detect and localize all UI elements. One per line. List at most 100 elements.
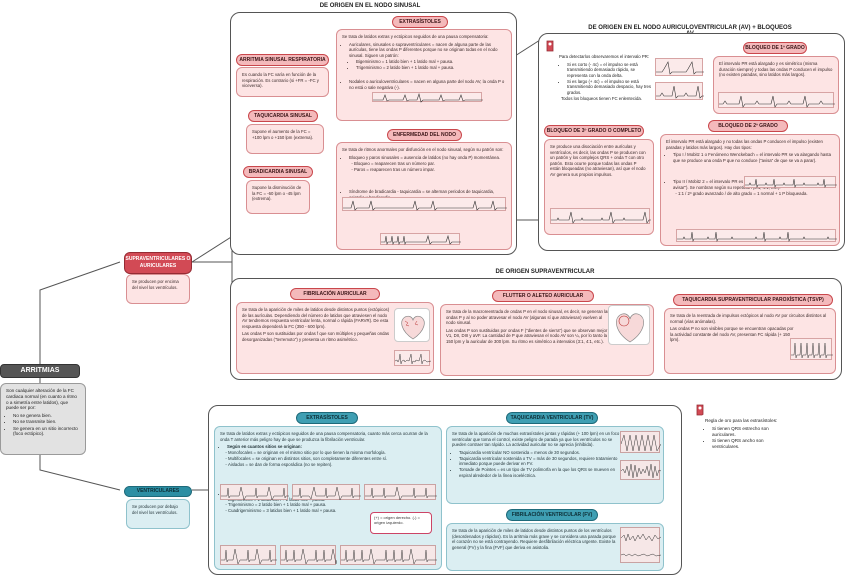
extrasistoles-ventr-patron-item: Cuadrigeminismo = 3 latidos bien + 1 lat… bbox=[228, 508, 370, 514]
bloqueo-2-intro: El intervalo PR está alargado y no todas… bbox=[666, 139, 823, 150]
intervalo-pr-item: Si es corto (- 4c) = el impulso se está … bbox=[567, 62, 653, 79]
flutter-p1: Se trata de la macroreentrada de ondas P… bbox=[446, 309, 610, 326]
taquicardia-sinusal-text: Supone el aumento de la FC = +100 lpm o … bbox=[252, 129, 314, 140]
supraventriculares-title: SUPRAVENTRICULARES O AURICULARES bbox=[124, 252, 192, 274]
root-desc-box: Son cualquier alteración de la FC cardia… bbox=[0, 383, 86, 455]
taquicardia-ventricular-box: Se trata de la aparición de muchas extra… bbox=[446, 426, 664, 504]
extrasistoles-ventr-origen-item: Aislados = se dan de forma esporádica (n… bbox=[228, 462, 436, 468]
root-title-label: ARRITMIAS bbox=[20, 367, 60, 374]
intervalo-pr-footer: Todos los bloqueos tienen FC enlentecida… bbox=[561, 95, 642, 101]
ecg-strip-torsade bbox=[620, 460, 661, 480]
extrasistoles-sinusal-item: Trigeminismo = 2 latido bien + 1 latido … bbox=[356, 65, 506, 71]
ventriculares-title-label: VENTRICULARES bbox=[136, 488, 180, 494]
ecg-strip-fa bbox=[394, 350, 431, 366]
extrasistoles-ventr-patron-item: Trigeminismo = 2 latido bien + 1 latido … bbox=[228, 502, 370, 508]
fibrilacion-auricular-p1: Se trata de la aparición de miles de lat… bbox=[242, 307, 390, 329]
regla-oro-intro: Regla de oro para las extrasístoles: bbox=[705, 418, 778, 423]
tsvp-p1: Se trata de la reentrada de impulsos ect… bbox=[670, 313, 827, 324]
note-origen: (+) = origen derecho. (-) = origen izqui… bbox=[370, 512, 432, 534]
heart-diagram-fa bbox=[394, 308, 430, 342]
enfermedad-nodo-item: Paros = reaparecen tras un número impar. bbox=[354, 167, 506, 173]
root-item: No se transmite bien. bbox=[13, 419, 80, 425]
bloqueo-2-item: Tipo I / Mobitz 1 o Fenómeno Wenckebach … bbox=[673, 152, 834, 163]
taquicardia-ventricular-intro: Se trata de la aparición de muchas extra… bbox=[452, 431, 620, 448]
bradicardia-sinusal-text: Supone la disminución de la FC = -60 lpm… bbox=[252, 185, 302, 202]
ecg-strip-fv bbox=[620, 527, 661, 563]
bracket-icon bbox=[544, 40, 556, 54]
taquicardia-sinusal-title: TAQUICARDIA SINUSAL bbox=[248, 110, 318, 122]
enfermedad-nodo-box: Se trata de ritmos anormales por disfunc… bbox=[336, 142, 512, 250]
extrasistoles-sinusal-item: Nodales o auriculoventriculares = nacen … bbox=[349, 79, 506, 90]
root-title: ARRITMIAS bbox=[0, 364, 80, 378]
ecg-strip-monofocal bbox=[220, 484, 289, 501]
fibrilacion-ventricular-text: Se trata de la aparición de miles de lat… bbox=[452, 528, 616, 550]
taquicardia-ventricular-title: TAQUICARDIA VENTRICULAR (TV) bbox=[506, 412, 598, 424]
section-title-supraventricular: DE ORIGEN SUPRAVENTRICULAR bbox=[495, 269, 595, 275]
supraventriculares-title-label: SUPRAVENTRICULARES O AURICULARES bbox=[125, 256, 191, 269]
enfermedad-nodo-item: Bloqueo = reaparecen tras un número par. bbox=[354, 161, 506, 167]
tsvp-title: TAQUICARDIA SUPRAVENTRICULAR PAROXÍSTICA… bbox=[673, 294, 833, 306]
bradicardia-sinusal-title: BRADICARDIA SINUSAL bbox=[243, 166, 313, 178]
intervalo-pr-item: Si es largo (+ 4c) = el impulso se está … bbox=[567, 79, 653, 96]
fibrilacion-ventricular-title: FIBRILACIÓN VENTRICULAR (FV) bbox=[506, 509, 598, 521]
extrasistoles-ventr-title: EXTRASÍSTOLES bbox=[296, 412, 358, 424]
fibrilacion-auricular-p2: Las ondas P son sustituidas por ondas f … bbox=[242, 331, 390, 342]
ecg-strip-multifocal bbox=[292, 484, 361, 501]
extrasistoles-ventr-intro: Se trata de latidos extras y ectópicos s… bbox=[220, 431, 428, 442]
section-title-sinusal: DE ORIGEN EN EL NODO SINUSAL bbox=[319, 3, 421, 9]
ecg-strip-tsvp bbox=[790, 338, 833, 360]
root-desc: Son cualquier alteración de la FC cardia… bbox=[6, 388, 77, 411]
bloqueo-2-box: El intervalo PR está alargado y no todas… bbox=[660, 134, 840, 246]
taquicardia-sinusal-box: Supone el aumento de la FC = +100 lpm o … bbox=[246, 124, 324, 154]
ecg-strip-wenckebach bbox=[744, 176, 837, 189]
enfermedad-nodo-item: Bloqueo y paros sinusales = ausencia de … bbox=[349, 155, 506, 161]
ecg-strip-extrasistoles bbox=[372, 92, 483, 103]
regla-oro-item: Si tienen QRS ancho son ventriculares. bbox=[712, 438, 787, 450]
ecg-strip-pr-largo bbox=[655, 82, 704, 100]
ecg-strip-bloqueo-3 bbox=[550, 208, 651, 224]
tsvp-p2: Las ondas P no son visibles porque se en… bbox=[670, 326, 794, 343]
extrasistoles-sinusal-intro: Se trata de latidos extras y ectópicos s… bbox=[342, 34, 489, 39]
ventriculares-title: VENTRICULARES bbox=[124, 486, 192, 497]
bloqueo-2-item: 1:1 / 2º grado avanzado / de alto grado … bbox=[678, 191, 834, 197]
taquicardia-ventricular-item: Taquicardia ventricular NO sostenida = m… bbox=[459, 450, 622, 456]
note-origen-text: (+) = origen derecho. (-) = origen izqui… bbox=[374, 515, 420, 525]
ecg-strip-bigeminismo bbox=[220, 545, 277, 565]
enfermedad-nodo-intro: Se trata de ritmos anormales por disfunc… bbox=[342, 147, 504, 152]
ventriculares-desc-text: Se producen por debajo del nivel los ven… bbox=[132, 504, 178, 515]
ecg-strip-bloqueo-1 bbox=[718, 92, 835, 108]
fibrilacion-auricular-title: FIBRILACIÓN AURICULAR bbox=[290, 288, 380, 300]
ventriculares-desc: Se producen por debajo del nivel los ven… bbox=[126, 499, 190, 529]
arritmia-sinusal-box: Es cuando la FC varía en función de la r… bbox=[236, 67, 329, 97]
root-item: No se genera bien. bbox=[13, 413, 80, 419]
flutter-p2: Las ondas P son sustituidas por ondas F … bbox=[446, 327, 647, 344]
extrasistoles-ventr-origen-item: Multifocales = se originan en distintos … bbox=[228, 456, 436, 462]
extrasistoles-ventr-origen-label: Según en cuantos sitios se originan: bbox=[227, 444, 436, 450]
enfermedad-nodo-title: ENFERMEDAD DEL NODO bbox=[387, 129, 462, 141]
ecg-strip-cuadrigeminismo bbox=[340, 545, 437, 565]
arritmia-sinusal-text: Es cuando la FC varía en función de la r… bbox=[242, 72, 319, 89]
ecg-strip-paro-sinusal bbox=[342, 197, 507, 211]
heart-diagram-flutter bbox=[608, 305, 650, 345]
taquicardia-ventricular-item: Torsade de Pointes = es un tipo de TV po… bbox=[459, 467, 622, 478]
extrasistoles-ventr-origen-item: Monofocales = se originan en el mismo si… bbox=[228, 450, 436, 456]
ecg-strip-tv bbox=[620, 431, 661, 453]
arritmia-sinusal-title: ARRITMIA SINUSAL RESPIRATORIA bbox=[236, 54, 329, 66]
bradicardia-sinusal-box: Supone la disminución de la FC = -60 lpm… bbox=[246, 180, 310, 214]
regla-oro-item: Si tienen QRS estrecho son auriculares. bbox=[712, 426, 787, 438]
ecg-strip-mobitz-2 bbox=[676, 229, 837, 243]
ecg-strip-pr-corto bbox=[655, 58, 704, 76]
bloqueo-3-title: BLOQUEO DE 3º GRADO O COMPLETO bbox=[544, 125, 644, 137]
bloqueo-2-title: BLOQUEO DE 2º GRADO bbox=[708, 120, 788, 132]
flutter-title: FLUTTER O ALETEO AURICULAR bbox=[492, 290, 594, 302]
regla-oro-box: Regla de oro para las extrasístoles: Si … bbox=[700, 414, 792, 464]
ecg-strip-trigeminismo bbox=[280, 545, 337, 565]
extrasistoles-sinusal-item: Bigeminismo = 1 latido bien + 1 latido m… bbox=[356, 59, 506, 65]
supraventriculares-desc: Se producen por encima del nivel los ven… bbox=[126, 274, 190, 304]
intervalo-pr-intro: Para detectarlos observaremos el interva… bbox=[559, 54, 650, 59]
taquicardia-ventricular-item: Taquicardia ventricular sostenida o TV =… bbox=[459, 456, 622, 467]
root-item: Se genera en un sitio incorrecto (foco e… bbox=[13, 426, 80, 438]
ecg-strip-aislado bbox=[364, 484, 437, 501]
extrasistoles-sinusal-box: Se trata de latidos extras y ectópicos s… bbox=[336, 29, 512, 121]
bloqueo-1-title: BLOQUEO DE 1º GRADO bbox=[743, 42, 807, 54]
